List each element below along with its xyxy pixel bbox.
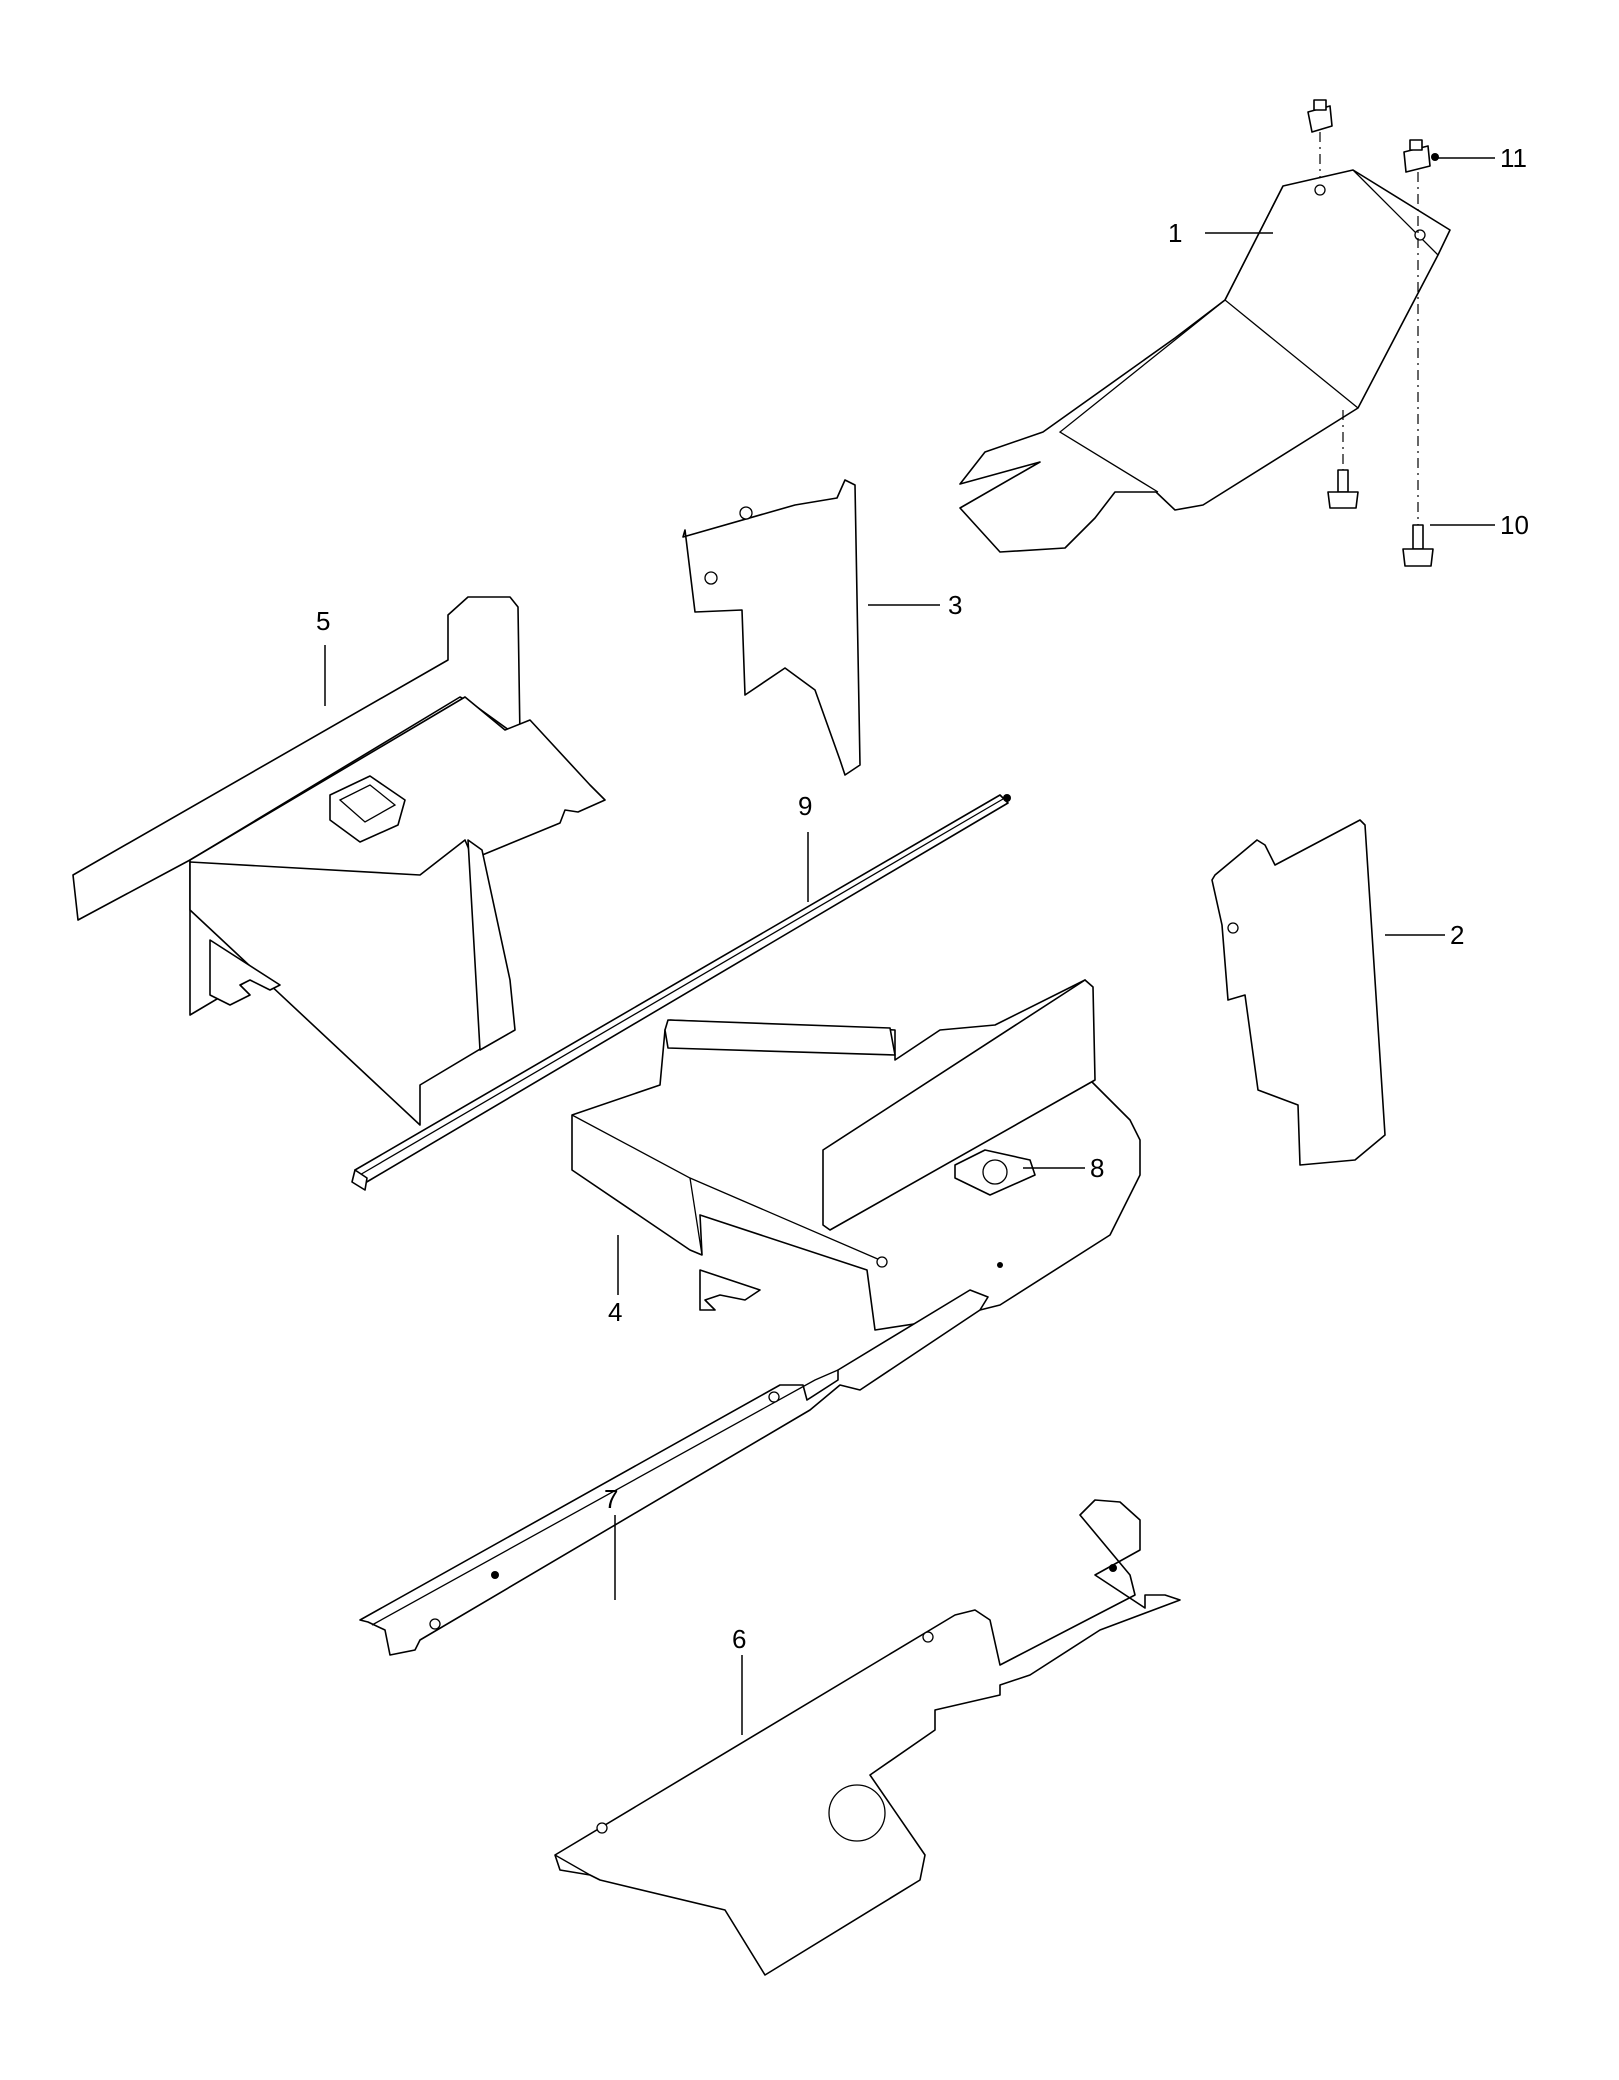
part-11-clip-nut bbox=[1307, 99, 1439, 173]
part-7-angle-strip bbox=[359, 1289, 989, 1656]
callout-11: 11 bbox=[1500, 143, 1527, 173]
callout-1: 1 bbox=[1168, 218, 1182, 248]
part-4-box-cover bbox=[571, 979, 1141, 1331]
part-3-bracket bbox=[682, 479, 861, 776]
callout-5: 5 bbox=[316, 606, 330, 636]
callout-4: 4 bbox=[608, 1297, 622, 1327]
callout-3: 3 bbox=[948, 590, 962, 620]
part-6-base-plate bbox=[554, 1499, 1181, 1976]
callout-labels: 1 2 3 4 5 6 7 8 9 10 11 bbox=[316, 143, 1529, 1654]
callout-2: 2 bbox=[1450, 920, 1464, 950]
part-2-plate bbox=[1211, 819, 1386, 1166]
part-10-bolt bbox=[1327, 469, 1434, 567]
callout-10: 10 bbox=[1500, 510, 1529, 540]
part-9-rod bbox=[351, 794, 1011, 1191]
callout-7: 7 bbox=[604, 1484, 618, 1514]
leader-lines bbox=[324, 157, 1495, 1735]
part-1-bent-shield bbox=[959, 169, 1451, 553]
callout-9: 9 bbox=[798, 791, 812, 821]
part-5-cover-bracket bbox=[72, 596, 606, 1126]
callout-8: 8 bbox=[1090, 1153, 1104, 1183]
callout-6: 6 bbox=[732, 1624, 746, 1654]
